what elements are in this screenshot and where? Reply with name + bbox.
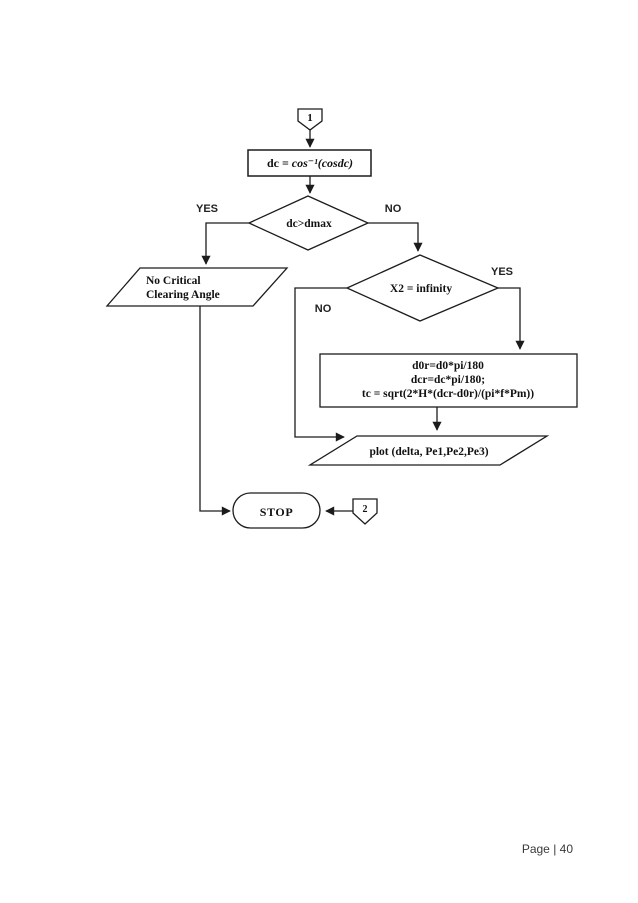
decision-dc-dmax: dc>dmax — [247, 195, 370, 251]
offpage-connector-1: 1 — [297, 108, 323, 131]
connector2-label: 2 — [363, 504, 368, 515]
process-box-dc: dc = cos⁻¹(cosdc) — [247, 149, 372, 177]
decision1-no-label: NO — [385, 203, 402, 215]
output1-shape — [105, 267, 289, 307]
arrow-output1-to-stop — [199, 306, 231, 516]
decision2-shape — [345, 254, 500, 322]
connector2-shape — [352, 498, 378, 525]
connector1-shape — [297, 108, 323, 131]
decision-x2-infinity: X2 = infinity — [345, 254, 500, 322]
decision2-yes-label: YES — [491, 266, 513, 278]
output-plot: plot (delta, Pe1,Pe2,Pe3) — [307, 435, 550, 466]
arrow-decision1-no-branch — [368, 222, 423, 252]
arrow-decision2-yes-branch — [498, 287, 525, 350]
arrow-decision2-no-branch — [294, 287, 347, 442]
output1-line2: Clearing Angle — [146, 289, 220, 301]
offpage-connector-2: 2 — [352, 498, 378, 525]
arrow-decision1-yes-branch — [201, 222, 249, 265]
terminator-label: STOP — [260, 505, 294, 519]
decision1-yes-label: YES — [196, 203, 218, 215]
process2-line3: tc = sqrt(2*H*(dcr-d0r)/(pi*f*Pm)) — [362, 388, 534, 400]
process-box-tc-computation: d0r=d0*pi/180 dcr=dc*pi/180; tc = sqrt(2… — [319, 353, 578, 408]
decision2-label: X2 = infinity — [390, 283, 452, 295]
terminator-shape — [232, 492, 321, 529]
process1-label: dc = cos⁻¹(cosdc) — [267, 156, 353, 170]
process2-line1: d0r=d0*pi/180 — [412, 360, 484, 372]
output2-label: plot (delta, Pe1,Pe2,Pe3) — [369, 446, 488, 458]
process2-line2: dcr=dc*pi/180; — [411, 374, 485, 386]
process2-shape — [319, 353, 578, 408]
process1-shape — [247, 149, 372, 177]
output1-line1: No Critical — [146, 275, 201, 287]
output-no-critical-angle: No Critical Clearing Angle — [105, 267, 289, 307]
output2-shape — [307, 435, 550, 466]
decision2-no-label: NO — [315, 303, 332, 315]
connector1-label: 1 — [307, 112, 313, 124]
page-number: Page | 40 — [522, 842, 573, 856]
decision1-label: dc>dmax — [286, 218, 332, 230]
terminator-stop: STOP — [232, 492, 321, 529]
decision1-shape — [247, 195, 370, 251]
